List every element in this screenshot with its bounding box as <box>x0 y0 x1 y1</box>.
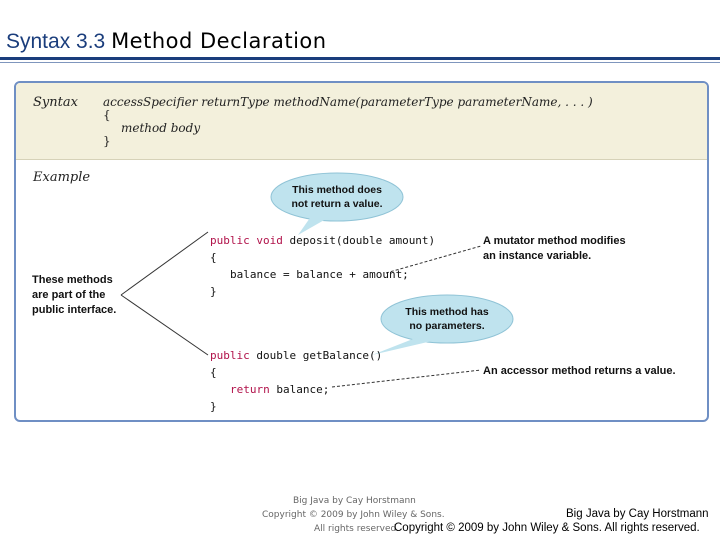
code-text: balance; <box>269 383 330 396</box>
code-keyword: public <box>210 349 250 362</box>
speech-bubble-2 <box>380 294 514 344</box>
pointer-line-accessor <box>331 369 482 388</box>
bubble-1-line-1: This method does <box>292 184 382 196</box>
title-rule-thin <box>0 62 720 63</box>
bubble-2-line-2: no parameters. <box>409 320 485 332</box>
slide-title: Syntax 3.3 Method Declaration <box>6 29 327 54</box>
code-line-1: public void deposit(double amount) <box>210 234 435 247</box>
pointer-line-lower <box>120 294 209 356</box>
syntax-line-close-brace: } <box>103 134 111 148</box>
code-keyword: return <box>230 383 270 396</box>
code-text: double getBalance() <box>249 349 383 362</box>
bubble-2-text: This method has no parameters. <box>392 305 502 333</box>
speech-bubble-1 <box>270 172 404 222</box>
pointer-line-mutator <box>385 245 482 274</box>
syntax-label: Syntax <box>33 95 78 110</box>
footer-credit-line-1: Big Java by Cay Horstmann <box>566 508 709 520</box>
syntax-box: Syntax accessSpecifier returnType method… <box>14 81 709 422</box>
footer-small-line-3: All rights reserved. <box>314 524 400 534</box>
slide-title-prefix: Syntax 3.3 <box>6 30 112 53</box>
public-interface-note: These methods are part of the public int… <box>32 273 116 318</box>
code-keyword: public void <box>210 234 283 247</box>
accessor-note: An accessor method returns a value. <box>483 365 676 377</box>
slide-title-text: Method Declaration <box>111 29 327 53</box>
footer-credit-line-2: Copyright © 2009 by John Wiley & Sons. A… <box>394 522 700 534</box>
code-line-4: } <box>210 285 217 298</box>
bubble-1-tail <box>298 215 326 235</box>
public-interface-line-1: These methods <box>32 274 113 286</box>
syntax-line-body: method body <box>121 121 201 135</box>
code-line-2: { <box>210 251 217 264</box>
code-line-6: { <box>210 366 217 379</box>
syntax-band <box>16 83 707 160</box>
code-text: deposit(double amount) <box>282 234 436 247</box>
mutator-note: A mutator method modifies an instance va… <box>483 234 626 264</box>
footer-small-line-1: Big Java by Cay Horstmann <box>293 496 416 506</box>
code-line-5: public double getBalance() <box>210 349 382 362</box>
bubble-1-line-2: not return a value. <box>291 198 383 210</box>
code-line-7: return balance; <box>230 383 329 396</box>
bubble-2-tail <box>372 337 432 355</box>
code-line-8: } <box>210 400 217 413</box>
pointer-line-upper <box>120 231 209 296</box>
title-rule <box>0 57 720 60</box>
bubble-1-text: This method does not return a value. <box>282 183 392 211</box>
annotation-lines <box>120 172 514 388</box>
example-label: Example <box>33 170 91 185</box>
code-line-3: balance = balance + amount; <box>230 268 409 281</box>
footer-small-line-2: Copyright © 2009 by John Wiley & Sons. <box>262 510 445 520</box>
mutator-line-2: an instance variable. <box>483 250 592 262</box>
mutator-line-1: A mutator method modifies <box>483 235 626 247</box>
syntax-line-signature: accessSpecifier returnType methodName(pa… <box>103 95 593 109</box>
public-interface-line-3: public interface. <box>32 304 117 316</box>
syntax-line-open-brace: { <box>103 108 111 122</box>
public-interface-line-2: are part of the <box>32 289 106 301</box>
bubble-2-line-1: This method has <box>405 306 489 318</box>
